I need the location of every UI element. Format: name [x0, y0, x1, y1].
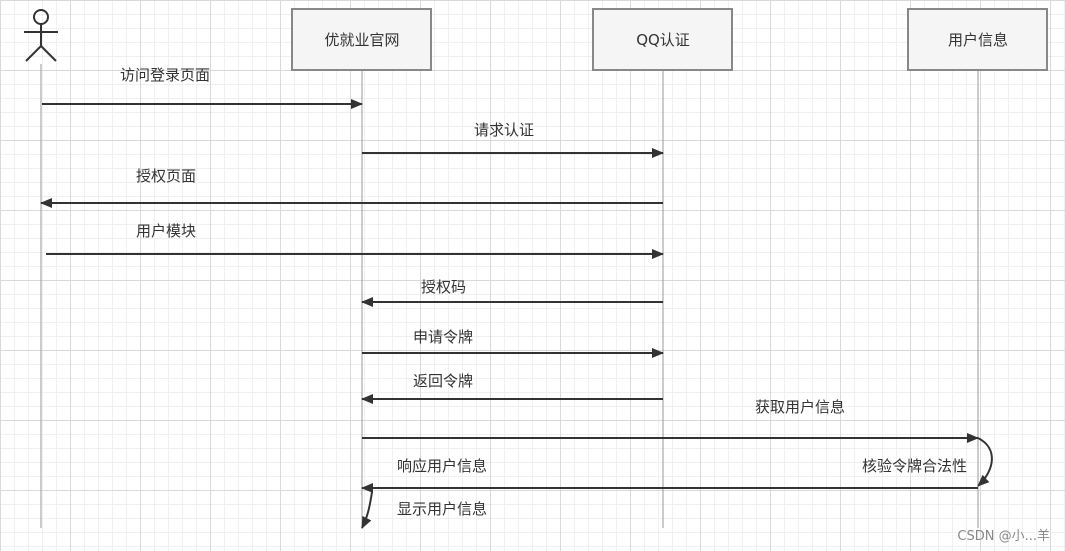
participant-info-label: 用户信息 [948, 31, 1008, 49]
message-label: 获取用户信息 [755, 398, 845, 416]
message-label: 显示用户信息 [397, 500, 487, 518]
message-label: 访问登录页面 [120, 66, 210, 84]
message-visit-login: 访问登录页面 [42, 66, 363, 109]
message-request-auth: 请求认证 [362, 121, 664, 158]
message-label: 响应用户信息 [397, 457, 487, 475]
participant-site-label: 优就业官网 [324, 31, 399, 49]
participant-info: 用户信息 [907, 8, 1048, 71]
message-apply-token: 申请令牌 [362, 328, 664, 358]
message-verify-token: 核验令牌合法性 [862, 437, 993, 487]
self-message-arrow [977, 437, 993, 487]
message-label: 授权页面 [136, 167, 196, 185]
message-show-user-info: 显示用户信息 [361, 491, 487, 529]
message-label: 授权码 [421, 278, 466, 296]
message-label: 申请令牌 [413, 328, 473, 346]
participant-qq-label: QQ认证 [636, 31, 690, 49]
message-auth-page: 授权页面 [40, 167, 663, 208]
message-return-token: 返回令牌 [361, 372, 663, 404]
actor-user-icon [24, 9, 58, 62]
watermark: CSDN @小...羊 [957, 528, 1050, 544]
message-get-user-info: 获取用户信息 [362, 398, 979, 443]
message-auth-code: 授权码 [361, 278, 663, 307]
participant-site: 优就业官网 [291, 8, 432, 71]
message-label: 返回令牌 [413, 372, 473, 390]
message-label: 请求认证 [474, 121, 534, 139]
message-label: 核验令牌合法性 [862, 457, 967, 475]
message-user-module: 用户模块 [46, 222, 664, 259]
message-respond-user-info: 响应用户信息 [361, 457, 978, 493]
participant-qq: QQ认证 [592, 8, 733, 71]
message-label: 用户模块 [136, 222, 196, 240]
self-message-arrow [361, 491, 373, 529]
